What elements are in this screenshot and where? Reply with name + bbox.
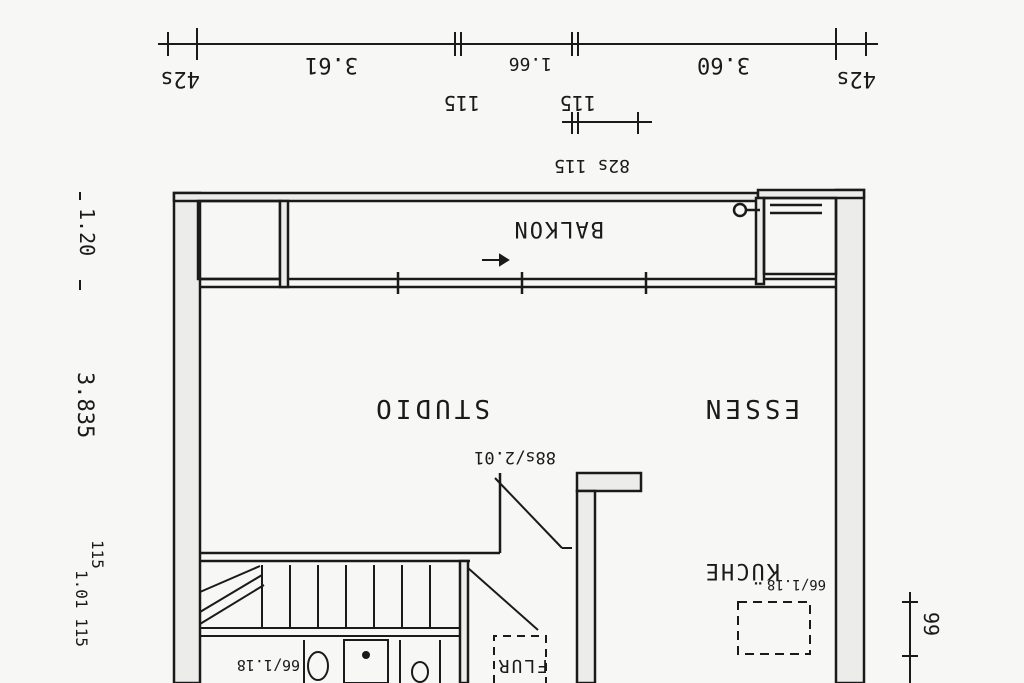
dim-mid-small-1: 115 [444, 91, 480, 115]
dim-top-left-small: 42s [160, 66, 200, 91]
arrow-icon [482, 253, 510, 267]
staircase [199, 565, 460, 637]
hallway-dashed [493, 635, 547, 683]
label-balcony: BALKON [513, 216, 604, 241]
dim-sub: 82s 115 [554, 155, 630, 176]
label-opening: 88s/2.01 [474, 447, 556, 467]
dim-top-right-small: 42s [836, 66, 876, 91]
right-dimension-chain [902, 592, 918, 683]
interior-walls [200, 471, 643, 683]
dim-left-lower-2: 1.01 115 [72, 570, 91, 647]
dim-mid-span: 1.66 [509, 53, 552, 74]
label-bath-door: 66/1.18 [237, 656, 300, 674]
dim-balcony-depth: 1.20 [75, 208, 99, 256]
label-kitchen: KÜCHE [704, 558, 780, 584]
outer-walls [172, 188, 866, 683]
top-dimension-chain [158, 28, 878, 134]
label-kitchen-door: 66/1.18 [767, 576, 826, 592]
balcony-area [196, 196, 838, 294]
dim-mid-small-2: 115 [560, 91, 596, 115]
door-swings [467, 477, 572, 631]
label-dining: ESSEN [702, 393, 800, 423]
dining-table [737, 601, 811, 655]
bathroom-fixtures [303, 639, 441, 683]
label-hall: FLUR [497, 655, 548, 676]
dim-room-depth: 3.835 [72, 372, 97, 438]
label-studio: STUDIO [372, 393, 490, 423]
dim-left-span: 3.61 [305, 52, 358, 77]
dim-right-lower: 99 [919, 612, 943, 636]
dim-right-span: 3.60 [697, 52, 750, 77]
dim-left-lower-1: 115 [88, 540, 107, 569]
